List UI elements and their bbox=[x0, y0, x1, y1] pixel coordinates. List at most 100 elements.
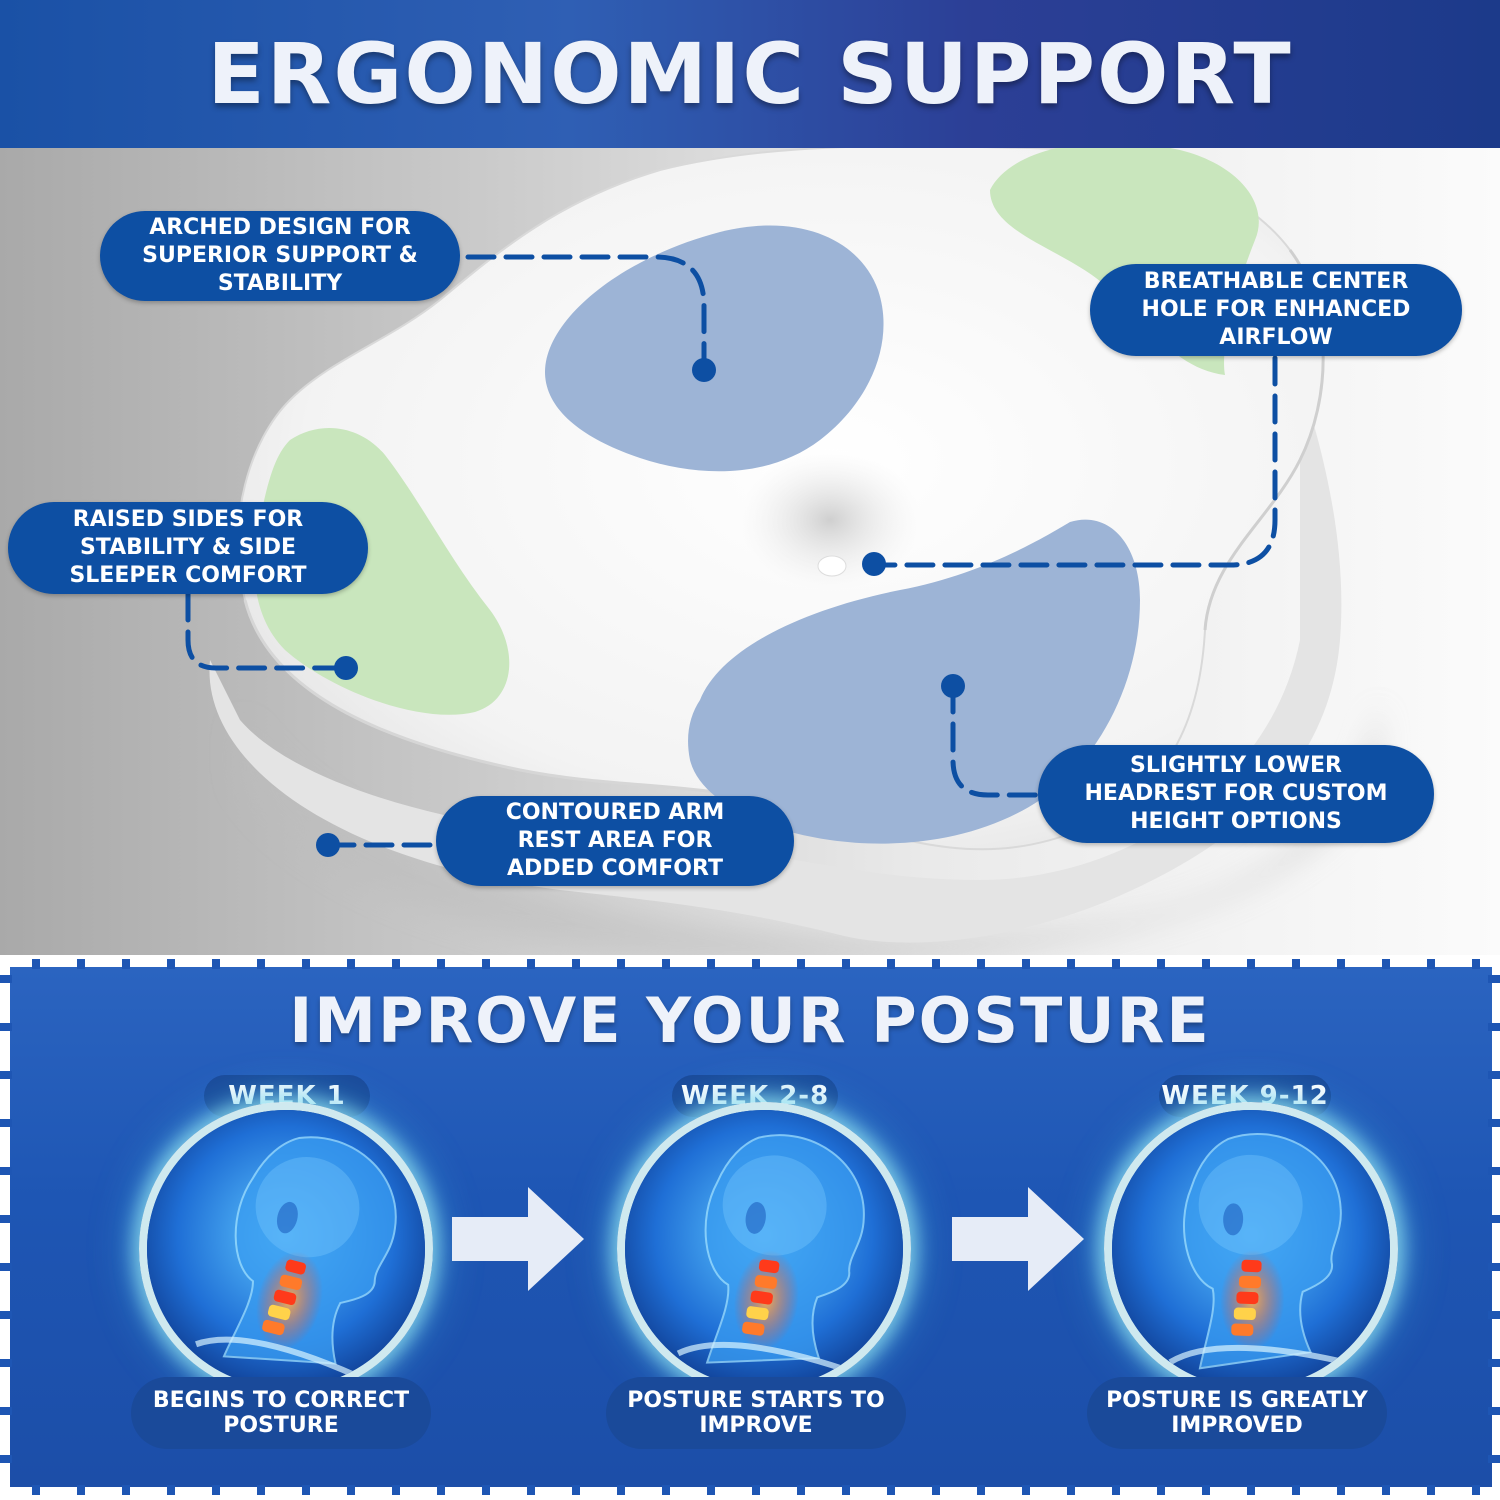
border-tick bbox=[842, 959, 850, 969]
header-banner bbox=[0, 0, 1500, 148]
caption-line: POSTURE IS GREATLY bbox=[1106, 1388, 1368, 1413]
border-tick bbox=[572, 1485, 580, 1495]
center-hole bbox=[817, 555, 847, 577]
connector-headrest bbox=[950, 683, 1048, 798]
arrow-right-icon bbox=[452, 1187, 584, 1291]
border-tick bbox=[0, 1119, 12, 1127]
border-tick bbox=[707, 959, 715, 969]
border-tick bbox=[1488, 1455, 1500, 1463]
border-tick bbox=[1427, 959, 1435, 969]
border-tick bbox=[1022, 1485, 1030, 1495]
stage-caption: POSTURE STARTS TO IMPROVE bbox=[606, 1377, 906, 1449]
border-tick bbox=[977, 1485, 985, 1495]
callout-line: AIRFLOW bbox=[1219, 325, 1333, 350]
caption-line: IMPROVE bbox=[699, 1413, 813, 1438]
callout-line: ADDED COMFORT bbox=[507, 856, 723, 881]
border-tick bbox=[212, 959, 220, 969]
page-title: ERGONOMIC SUPPORT bbox=[207, 25, 1293, 123]
border-tick bbox=[0, 1311, 12, 1319]
callout-line: STABILITY & SIDE bbox=[79, 535, 297, 560]
callout-line: SLIGHTLY LOWER bbox=[1130, 753, 1342, 778]
border-tick bbox=[77, 959, 85, 969]
border-tick bbox=[572, 959, 580, 969]
border-tick bbox=[257, 959, 265, 969]
callout-line: ARCHED DESIGN FOR bbox=[149, 215, 411, 240]
border-tick bbox=[842, 1485, 850, 1495]
xray-figure bbox=[625, 1110, 903, 1388]
caption-line: POSTURE bbox=[223, 1413, 339, 1438]
border-tick bbox=[1067, 959, 1075, 969]
connector-raised-sides bbox=[185, 591, 349, 671]
border-tick bbox=[1292, 1485, 1300, 1495]
border-tick bbox=[1488, 1167, 1500, 1175]
border-tick bbox=[32, 959, 40, 969]
marker-dot bbox=[316, 833, 340, 857]
border-tick bbox=[122, 959, 130, 969]
callout-line: REST AREA FOR bbox=[517, 828, 713, 853]
feature-callout-arched-design: ARCHED DESIGN FOR SUPERIOR SUPPORT & STA… bbox=[100, 211, 460, 301]
border-tick bbox=[437, 1485, 445, 1495]
border-tick bbox=[437, 959, 445, 969]
border-tick bbox=[1382, 1485, 1390, 1495]
border-tick bbox=[1247, 1485, 1255, 1495]
border-tick bbox=[1488, 1263, 1500, 1271]
marker-dot bbox=[862, 552, 886, 576]
callout-line: CONTOURED ARM bbox=[505, 800, 725, 825]
border-tick bbox=[932, 959, 940, 969]
border-tick bbox=[392, 959, 400, 969]
border-tick bbox=[1472, 959, 1480, 969]
border-tick bbox=[482, 959, 490, 969]
border-tick bbox=[1488, 1119, 1500, 1127]
border-tick bbox=[707, 1485, 715, 1495]
border-tick bbox=[797, 959, 805, 969]
border-tick bbox=[257, 1485, 265, 1495]
panel-border-ticks bbox=[0, 959, 1500, 1495]
arrow-right-icon bbox=[952, 1187, 1084, 1291]
feature-callout-arm-rest: CONTOURED ARM REST AREA FOR ADDED COMFOR… bbox=[436, 796, 794, 886]
border-tick bbox=[932, 1485, 940, 1495]
border-tick bbox=[1488, 1407, 1500, 1415]
stage-caption: POSTURE IS GREATLY IMPROVED bbox=[1087, 1377, 1387, 1449]
border-tick bbox=[1488, 1311, 1500, 1319]
border-tick bbox=[1292, 959, 1300, 969]
border-tick bbox=[797, 1485, 805, 1495]
xray-figure bbox=[1112, 1110, 1390, 1388]
border-tick bbox=[0, 1167, 12, 1175]
border-tick bbox=[0, 1263, 12, 1271]
callout-line: RAISED SIDES FOR bbox=[72, 507, 304, 532]
xray-neck-illustration bbox=[617, 1102, 911, 1396]
border-tick bbox=[1488, 975, 1500, 983]
border-tick bbox=[887, 959, 895, 969]
border-tick bbox=[1247, 959, 1255, 969]
border-tick bbox=[1157, 959, 1165, 969]
border-tick bbox=[617, 959, 625, 969]
stage-caption: BEGINS TO CORRECT POSTURE bbox=[131, 1377, 431, 1449]
border-tick bbox=[977, 959, 985, 969]
caption-line: IMPROVED bbox=[1171, 1413, 1303, 1438]
border-tick bbox=[1112, 1485, 1120, 1495]
border-tick bbox=[347, 959, 355, 969]
border-tick bbox=[212, 1485, 220, 1495]
border-tick bbox=[527, 959, 535, 969]
callout-line: HOLE FOR ENHANCED bbox=[1141, 297, 1411, 322]
feature-callout-lower-headrest: SLIGHTLY LOWER HEADREST FOR CUSTOM HEIGH… bbox=[1038, 745, 1434, 843]
border-tick bbox=[1488, 1359, 1500, 1367]
border-tick bbox=[1488, 1215, 1500, 1223]
marker-dot bbox=[941, 674, 965, 698]
border-tick bbox=[1337, 1485, 1345, 1495]
border-tick bbox=[1157, 1485, 1165, 1495]
border-tick bbox=[617, 1485, 625, 1495]
marker-dot bbox=[692, 358, 716, 382]
pillow-illustration bbox=[185, 148, 1380, 955]
border-tick bbox=[1488, 1023, 1500, 1031]
border-tick bbox=[1202, 1485, 1210, 1495]
callout-line: SUPERIOR SUPPORT & bbox=[142, 243, 418, 268]
border-tick bbox=[752, 1485, 760, 1495]
border-tick bbox=[662, 1485, 670, 1495]
callout-line: SLEEPER COMFORT bbox=[69, 563, 307, 588]
border-tick bbox=[1488, 1071, 1500, 1079]
border-tick bbox=[32, 1485, 40, 1495]
xray-figure bbox=[147, 1110, 425, 1388]
border-tick bbox=[527, 1485, 535, 1495]
